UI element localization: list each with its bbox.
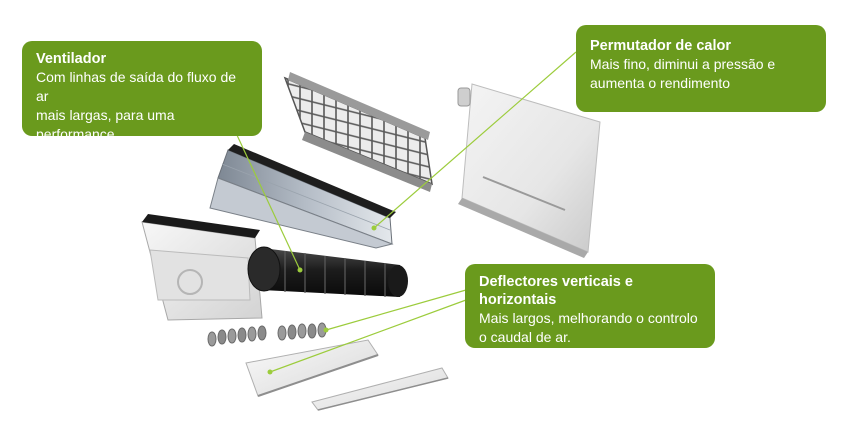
callout-title: Deflectores verticais e horizontais [479, 274, 633, 308]
callout-text: Mais largos, melhorando o controlo o cau… [479, 310, 698, 345]
callout-ventilador: Ventilador Com linhas de saída do fluxo … [22, 41, 262, 161]
leader-line-deflectores-b [269, 299, 467, 373]
callout-permutador: Permutador de calor Mais fino, diminui a… [576, 25, 826, 112]
leader-line-ventilador [235, 132, 301, 271]
chassis [141, 214, 263, 321]
callout-title: Ventilador [36, 51, 107, 67]
leader-line-permutador [373, 51, 577, 229]
leader-dot-ventilador [297, 267, 303, 273]
callout-title: Permutador de calor [590, 38, 732, 54]
leader-line-deflectores-a [325, 289, 467, 331]
leader-dot-deflectores-a [323, 327, 329, 333]
callout-text: Mais fino, diminui a pressão e aumenta o… [590, 56, 776, 91]
vertical-deflectors [207, 322, 327, 347]
filter-grille [283, 72, 433, 192]
horizontal-flap [245, 339, 379, 397]
leader-dot-deflectores-b [267, 369, 273, 375]
heat-exchanger [209, 144, 396, 249]
callout-text: Com linhas de saída do fluxo de ar mais … [36, 69, 237, 161]
leader-dot-permutador [371, 225, 377, 231]
leader-lines [235, 51, 577, 375]
cross-flow-fan [247, 246, 408, 297]
callout-deflectores: Deflectores verticais e horizontais Mais… [465, 264, 715, 348]
lower-deflector-blade [311, 367, 449, 411]
front-panel [457, 83, 601, 258]
